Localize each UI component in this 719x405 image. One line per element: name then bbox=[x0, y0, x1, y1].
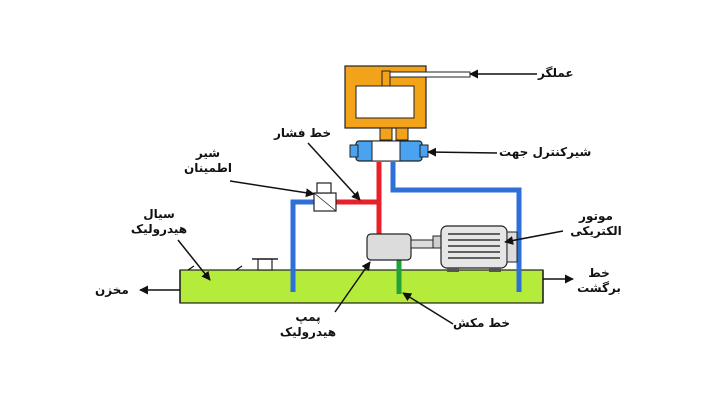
label-hydraulic-pump: پمپ هیدرولیک bbox=[276, 310, 340, 340]
label-reservoir: مخزن bbox=[95, 283, 129, 297]
label-actuator: عملگر bbox=[538, 66, 574, 80]
label-electric-motor-line1: موتور bbox=[579, 209, 613, 223]
hydraulic-fluid bbox=[179, 269, 544, 304]
label-electric-motor: موتور الکتریکی bbox=[566, 209, 626, 239]
hydraulic-pump bbox=[366, 233, 436, 261]
leader-hydraulic-fluid bbox=[177, 239, 211, 281]
label-return-line-line1: خط bbox=[588, 266, 610, 280]
label-return-line: خط برگشت bbox=[574, 266, 624, 296]
leader-lines bbox=[139, 69, 574, 325]
label-direction-valve: شیرکنترل جهت bbox=[499, 145, 592, 159]
label-hydraulic-pump-line1: پمپ bbox=[295, 310, 321, 324]
actuator-cylinder bbox=[344, 65, 471, 141]
label-return-line-line2: برگشت bbox=[577, 281, 621, 295]
label-pressure-line: خط فشار bbox=[274, 126, 332, 140]
pressure-pipe bbox=[329, 162, 382, 238]
label-relief-valve: شیر اطمینان bbox=[180, 146, 236, 176]
leader-electric-motor bbox=[504, 230, 564, 245]
leader-pressure-line bbox=[307, 142, 361, 201]
label-relief-valve-line1: شیر bbox=[195, 146, 221, 160]
leader-relief-valve bbox=[229, 180, 315, 198]
leader-pump bbox=[334, 261, 371, 313]
leader-suction-line bbox=[402, 292, 454, 325]
relief-valve bbox=[313, 182, 337, 212]
label-hydraulic-fluid-line1: سیال bbox=[143, 207, 175, 221]
label-hydraulic-fluid-line2: هیدرولیک bbox=[130, 222, 188, 236]
label-hydraulic-pump-line2: هیدرولیک bbox=[279, 325, 337, 339]
label-suction-line: خط مکش bbox=[453, 316, 511, 330]
leader-direction-valve bbox=[427, 147, 498, 157]
label-hydraulic-fluid: سیال هیدرولیک bbox=[128, 207, 190, 237]
direction-control-valve bbox=[349, 140, 429, 162]
reservoir-tank bbox=[179, 258, 544, 304]
electric-motor bbox=[432, 225, 518, 272]
tank-top-ticks bbox=[187, 265, 243, 271]
label-relief-valve-line2: اطمینان bbox=[183, 161, 232, 175]
filler-cap bbox=[257, 258, 273, 271]
label-electric-motor-line2: الکتریکی bbox=[570, 224, 622, 238]
return-pipe bbox=[290, 162, 522, 292]
